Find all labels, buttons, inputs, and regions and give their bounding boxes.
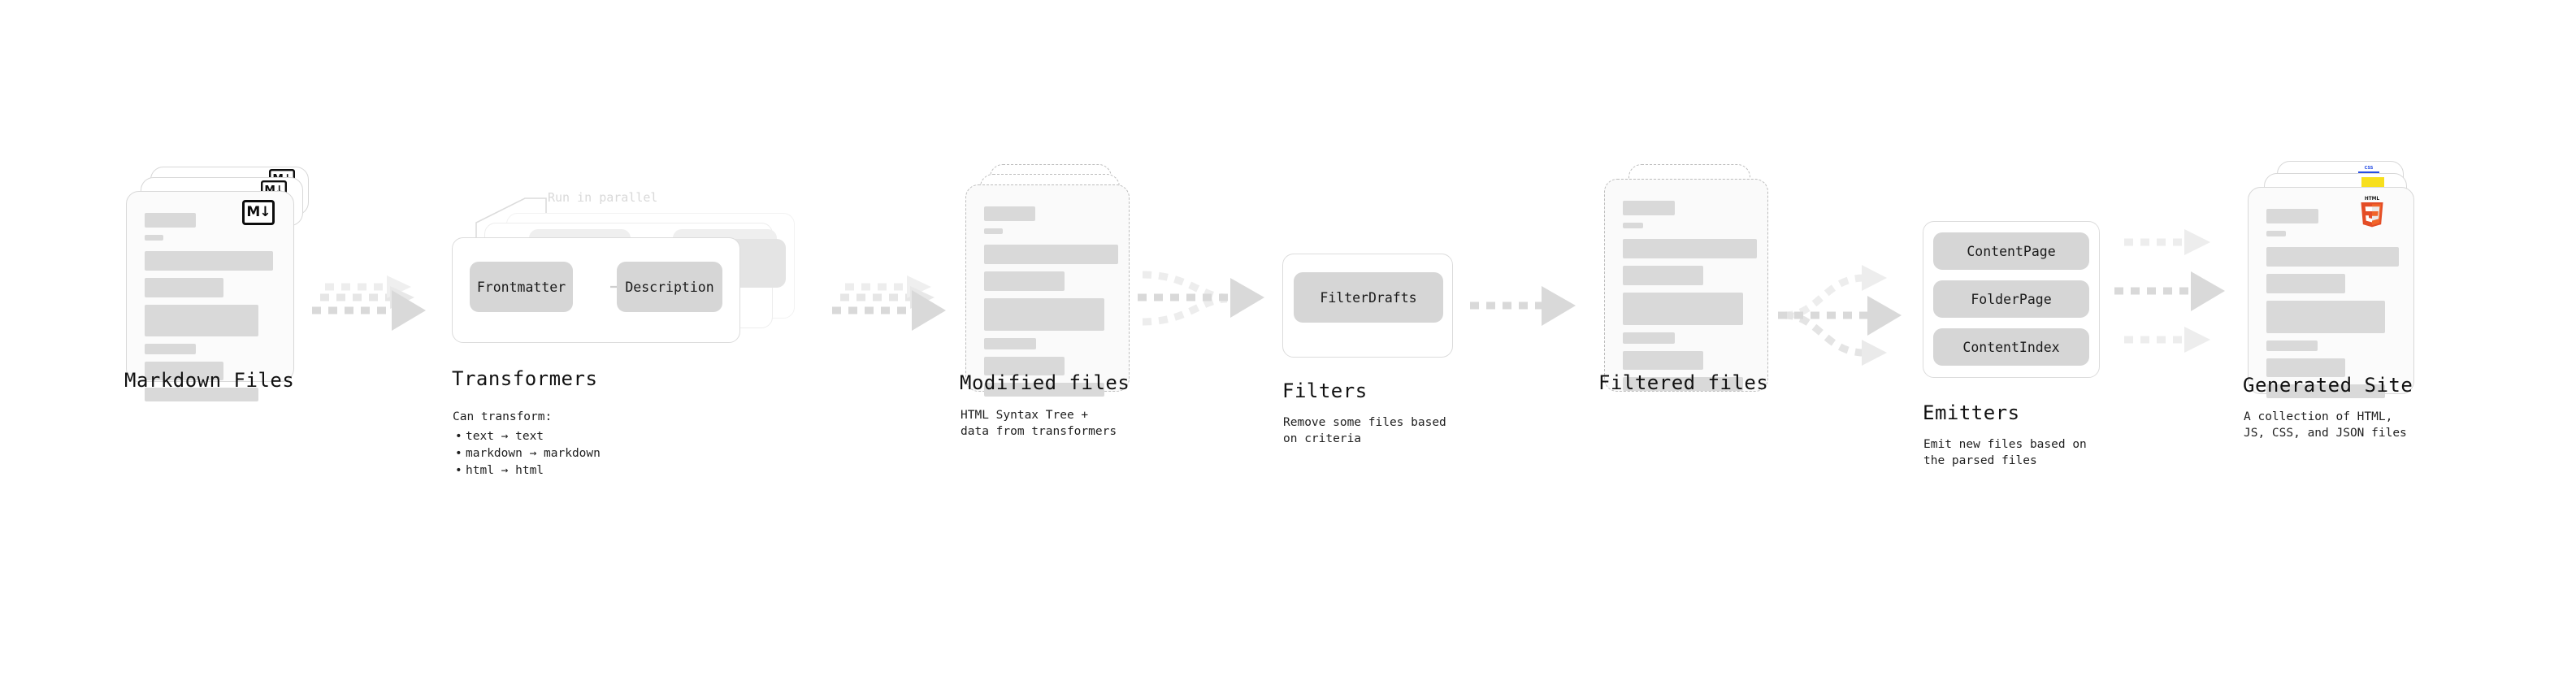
skeleton-bar (984, 245, 1118, 264)
site-doc-skeleton (2249, 188, 2413, 398)
emitter-chip-folderpage[interactable]: FolderPage (1933, 280, 2089, 318)
skeleton-bar (145, 278, 223, 297)
skeleton-bar (2266, 274, 2345, 293)
skeleton-bar (2266, 301, 2385, 333)
stage-title-filters: Filters (1282, 380, 1368, 402)
skeleton-bar (145, 344, 196, 354)
skeleton-bar (145, 235, 163, 241)
stage-generated-site: CSS HTML (2243, 161, 2438, 440)
stage-modified-files: Modified files HTML Syntax Tree + data f… (960, 164, 1139, 438)
skeleton-bar (1623, 239, 1757, 258)
modified-doc-front (965, 184, 1130, 397)
skeleton-bar (1623, 332, 1675, 344)
skeleton-bar (984, 206, 1035, 221)
skeleton-bar (1623, 201, 1675, 215)
stage-title-transformers: Transformers (452, 367, 598, 390)
css-badge-text: CSS (2364, 166, 2374, 171)
skeleton-bar (984, 271, 1065, 291)
emitter-chip-contentpage[interactable]: ContentPage (1933, 232, 2089, 270)
filtered-doc-stack (1599, 164, 1778, 416)
skeleton-bar (145, 388, 258, 401)
skeleton-bar (2266, 209, 2318, 223)
run-in-parallel-label: Run in parallel (548, 190, 658, 205)
skeleton-bar (2266, 384, 2385, 398)
skeleton-bar (1623, 223, 1643, 228)
site-doc-front (2248, 187, 2414, 398)
filters-box: FilterDrafts (1282, 254, 1453, 358)
skeleton-bar (145, 362, 223, 380)
connector-transformers-to-modified (822, 272, 952, 358)
html5-icon: HTML (2361, 197, 2383, 228)
filtered-doc-skeleton (1605, 180, 1767, 391)
skeleton-bar (1623, 266, 1703, 285)
modified-doc-stack (961, 164, 1139, 416)
stage-title-modified-files: Modified files (960, 371, 1130, 394)
skeleton-bar (145, 213, 196, 228)
modified-doc-skeleton (966, 185, 1129, 397)
skeleton-bar (2266, 231, 2286, 236)
transformers-bullet-list: Can transform: text → text markdown → ma… (453, 409, 601, 479)
skeleton-bar (984, 228, 1003, 234)
skeleton-bar (145, 305, 258, 336)
js-badge (2361, 177, 2384, 189)
skeleton-bar (2266, 340, 2318, 351)
site-doc-stack: CSS HTML (2243, 161, 2438, 421)
connector-emitters-to-site (2111, 228, 2257, 374)
skeleton-bar (1623, 377, 1743, 391)
skeleton-bar (2266, 358, 2345, 377)
stage-title-filtered-files: Filtered files (1598, 371, 1769, 394)
stage-subtitle-filters: Remove some files based on criteria (1283, 416, 1446, 445)
skeleton-bar (2266, 247, 2399, 267)
connector-md-to-transformers (302, 272, 432, 358)
bullet-item: html → html (455, 462, 601, 479)
filtered-doc-front (1604, 179, 1768, 392)
stage-subtitle-generated-site: A collection of HTML, JS, CSS, and JSON … (2244, 410, 2407, 440)
stage-subtitle-emitters: Emit new files based on the parsed files (1923, 438, 2087, 467)
transformer-chip-frontmatter[interactable]: Frontmatter (470, 262, 573, 312)
stage-filtered-files: Filtered files (1598, 164, 1778, 416)
skeleton-bar (145, 251, 273, 271)
stage-title-generated-site: Generated Site (2243, 374, 2413, 397)
filter-chip-filterdrafts[interactable]: FilterDrafts (1294, 272, 1443, 323)
bullets-header: Can transform: (453, 410, 553, 423)
markdown-doc-stack: M↓ M↓ M↓ (126, 167, 313, 410)
stage-subtitle-modified-files: HTML Syntax Tree + data from transformer… (961, 409, 1117, 438)
stage-title-markdown-files: Markdown Files (124, 369, 295, 392)
emitters-box: ContentPage FolderPage ContentIndex (1923, 221, 2100, 378)
connector-filtered-to-emitters (1776, 244, 1931, 390)
markdown-badge: M↓ (242, 200, 275, 225)
connector-modified-to-filters (1131, 260, 1277, 374)
stage-title-emitters: Emitters (1923, 401, 2020, 424)
markdown-doc-skeleton (127, 192, 293, 401)
emitter-chip-contentindex[interactable]: ContentIndex (1933, 328, 2089, 366)
transformer-chip-description[interactable]: Description (617, 262, 722, 312)
run-in-parallel-bracket (475, 197, 547, 247)
skeleton-bar (984, 338, 1036, 349)
bullet-item: text → text (455, 428, 601, 445)
skeleton-bar (984, 383, 1104, 397)
skeleton-bar (984, 298, 1104, 331)
svg-text:HTML: HTML (2365, 197, 2380, 202)
stage-markdown-files: M↓ M↓ M↓ Markdown Files (124, 167, 313, 410)
skeleton-bar (1623, 351, 1703, 370)
connector-filters-to-filtered (1467, 284, 1597, 349)
skeleton-bar (984, 357, 1065, 375)
bullet-item: markdown → markdown (455, 445, 601, 462)
skeleton-bar (1623, 293, 1743, 325)
